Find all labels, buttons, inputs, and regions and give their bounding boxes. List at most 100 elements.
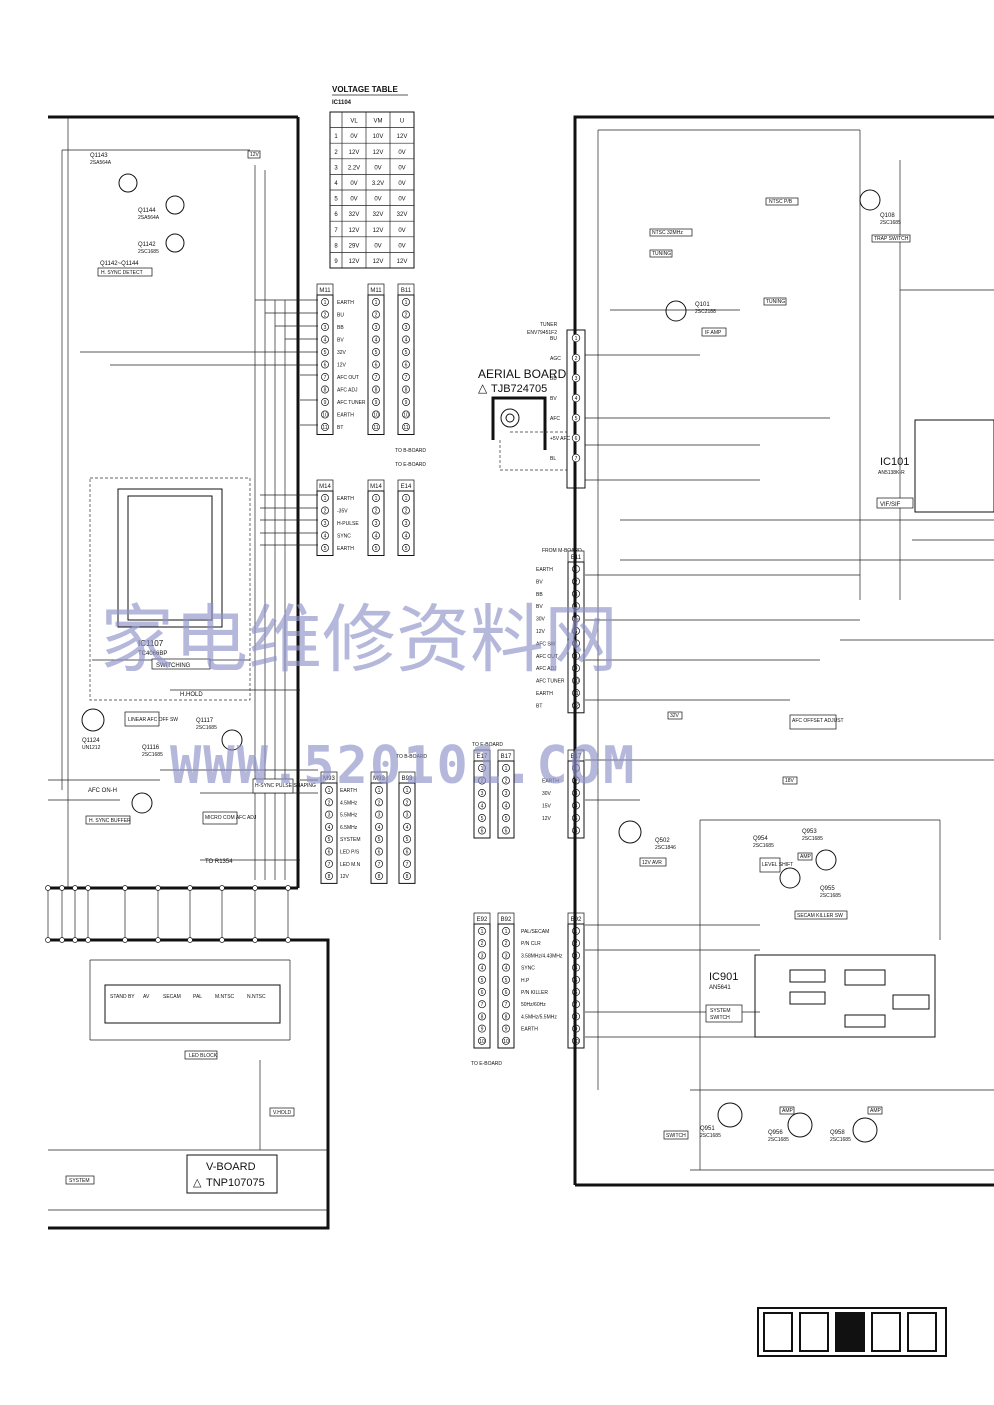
e14-label: E14 — [401, 484, 412, 490]
b93-pin-number: 7 — [406, 862, 409, 868]
q1142-transistor: Q1142 2SC1685 — [138, 233, 185, 255]
page-index-box — [763, 1312, 793, 1352]
b92-a-pin — [502, 927, 510, 935]
voltage-table-cell: 0V — [398, 243, 405, 249]
q502-transistor: Q502 2SC1846 — [618, 820, 676, 851]
e17-pin-number: 5 — [481, 816, 484, 822]
m11-a-pin — [321, 360, 329, 369]
voltage-table-cell: 0V — [398, 165, 405, 171]
m14-b-pin — [372, 519, 380, 527]
m11-a-pin-number: 3 — [324, 325, 327, 331]
b11-left-pin-number: 2 — [405, 313, 408, 319]
b17-a-pin — [502, 801, 510, 810]
b11r-signal: BV — [536, 579, 543, 585]
afc-offset-tag — [789, 714, 837, 730]
led-label-secam: SECAM — [163, 994, 181, 1000]
ic1107-block: IC1107 TC4066BP SWITCHING — [117, 488, 223, 670]
m93-signal: LED M.N — [340, 862, 361, 868]
m11-signal: AFC ADJ — [337, 388, 358, 394]
to-e-board-1: TO E-BOARD — [395, 462, 426, 468]
b11-left-pin — [402, 410, 410, 419]
b17-a-body — [497, 760, 515, 839]
tuner-pin — [571, 413, 581, 423]
watermark-cn: 家电维修资料网 — [100, 597, 618, 683]
m93-b-label: M93 — [373, 776, 385, 782]
b92-a-pin — [502, 1036, 510, 1045]
tuner-pin-signal: BB — [550, 376, 557, 382]
led-block: LED BLOCK — [104, 984, 281, 1060]
svg-text:Q956: Q956 — [768, 1130, 783, 1136]
b17-a-pin — [502, 776, 510, 785]
tuner-pin-number: 6 — [575, 436, 578, 442]
h-hold-label: H.HOLD — [180, 692, 203, 698]
voltage-table-cell: 12V — [397, 259, 408, 265]
m11-a-pin-number: 11 — [322, 425, 327, 431]
switch-tag — [663, 1130, 689, 1140]
m14-a-pin — [321, 494, 329, 502]
tuner-pin-number: 4 — [575, 396, 578, 402]
aerial-board-part: TJB724705 — [491, 383, 547, 395]
voltage-table-cell: 1 — [334, 134, 338, 140]
m14-signal: H-PULSE — [337, 521, 359, 527]
m11-a-pin — [321, 298, 329, 306]
if-amp-label: IF AMP — [705, 330, 722, 336]
svg-text:AN5641: AN5641 — [709, 985, 731, 991]
m14-a-pin-number: 4 — [324, 534, 327, 540]
b11-left-pin — [402, 373, 410, 381]
svg-text:IC1107: IC1107 — [138, 639, 164, 648]
q108-transistor: Q108 2SC1685 — [859, 189, 901, 226]
svg-text:SWITCH: SWITCH — [710, 1015, 730, 1021]
b92-a-pin — [502, 1024, 510, 1033]
m93-a-label: M93 — [323, 776, 335, 782]
svg-text:AN5138K-R: AN5138K-R — [878, 470, 905, 476]
m14-a-pin — [321, 544, 329, 552]
m93-a-pin-number: 7 — [328, 862, 331, 868]
b92-a-pin-number: 9 — [505, 1027, 508, 1033]
m14-b-pin-number: 3 — [375, 521, 378, 527]
svg-text:Q955: Q955 — [820, 886, 835, 892]
to-b-board-2: TO B-BOARD — [396, 754, 427, 760]
e14-pin — [402, 531, 410, 540]
m14-signal: SYNC — [337, 534, 351, 540]
e92-a-pin-number: 6 — [481, 990, 484, 996]
b11r-signal: 30V — [536, 617, 546, 623]
tuner-pin — [571, 433, 581, 443]
m93-a-pin — [325, 859, 333, 868]
voltage-table-cell: 6 — [334, 212, 338, 218]
m11-b-label: M11 — [370, 288, 382, 294]
e92-a-pin — [478, 963, 486, 972]
q956-transistor: Q956 2SC1685 — [768, 1112, 813, 1143]
e14-pin-number: 5 — [405, 546, 408, 552]
m14-signal: EARTH — [337, 546, 354, 552]
v32-tag — [667, 711, 683, 720]
e14-pin-number: 2 — [405, 509, 408, 515]
m93-a-pin-number: 1 — [328, 788, 331, 794]
m11-a-pin — [321, 423, 329, 431]
switch-label: SWITCH — [666, 1133, 686, 1139]
b17-a-pin-number: 1 — [505, 766, 508, 772]
v12-label-1: 12V — [250, 152, 260, 158]
v12-tag-1 — [247, 150, 261, 159]
voltage-table-header-cell: U — [400, 119, 404, 125]
page-index-box — [871, 1312, 901, 1352]
m11-a-pin — [321, 335, 329, 344]
voltage-table-cell: 32V — [373, 212, 384, 218]
b11-left-pin-number: 3 — [405, 325, 408, 331]
q1116-transistor: Q1116 2SC1685 — [142, 745, 163, 758]
q955-transistor: Q955 2SC1685 — [820, 886, 841, 899]
svg-text:IC901: IC901 — [709, 971, 738, 983]
h-sync-buffer-label: H. SYNC BUFFER — [89, 818, 131, 824]
m93-b-pin — [375, 798, 383, 807]
svg-text:Q1142: Q1142 — [138, 242, 156, 248]
ic901-block: IC901 AN5641 SYSTEM SWITCH — [705, 954, 936, 1038]
b93-body — [398, 782, 416, 884]
svg-text:2SC2188: 2SC2188 — [695, 309, 716, 315]
m11-b-pin — [372, 335, 380, 344]
m93-b-pin-number: 1 — [378, 788, 381, 794]
e92-a-pin — [478, 988, 486, 996]
v18-tag — [782, 776, 798, 785]
e17-pin — [478, 776, 486, 785]
m11-a-pin-number: 4 — [324, 338, 327, 344]
e92-a-label: E92 — [477, 917, 488, 923]
m93-a-pin-number: 5 — [328, 837, 331, 843]
